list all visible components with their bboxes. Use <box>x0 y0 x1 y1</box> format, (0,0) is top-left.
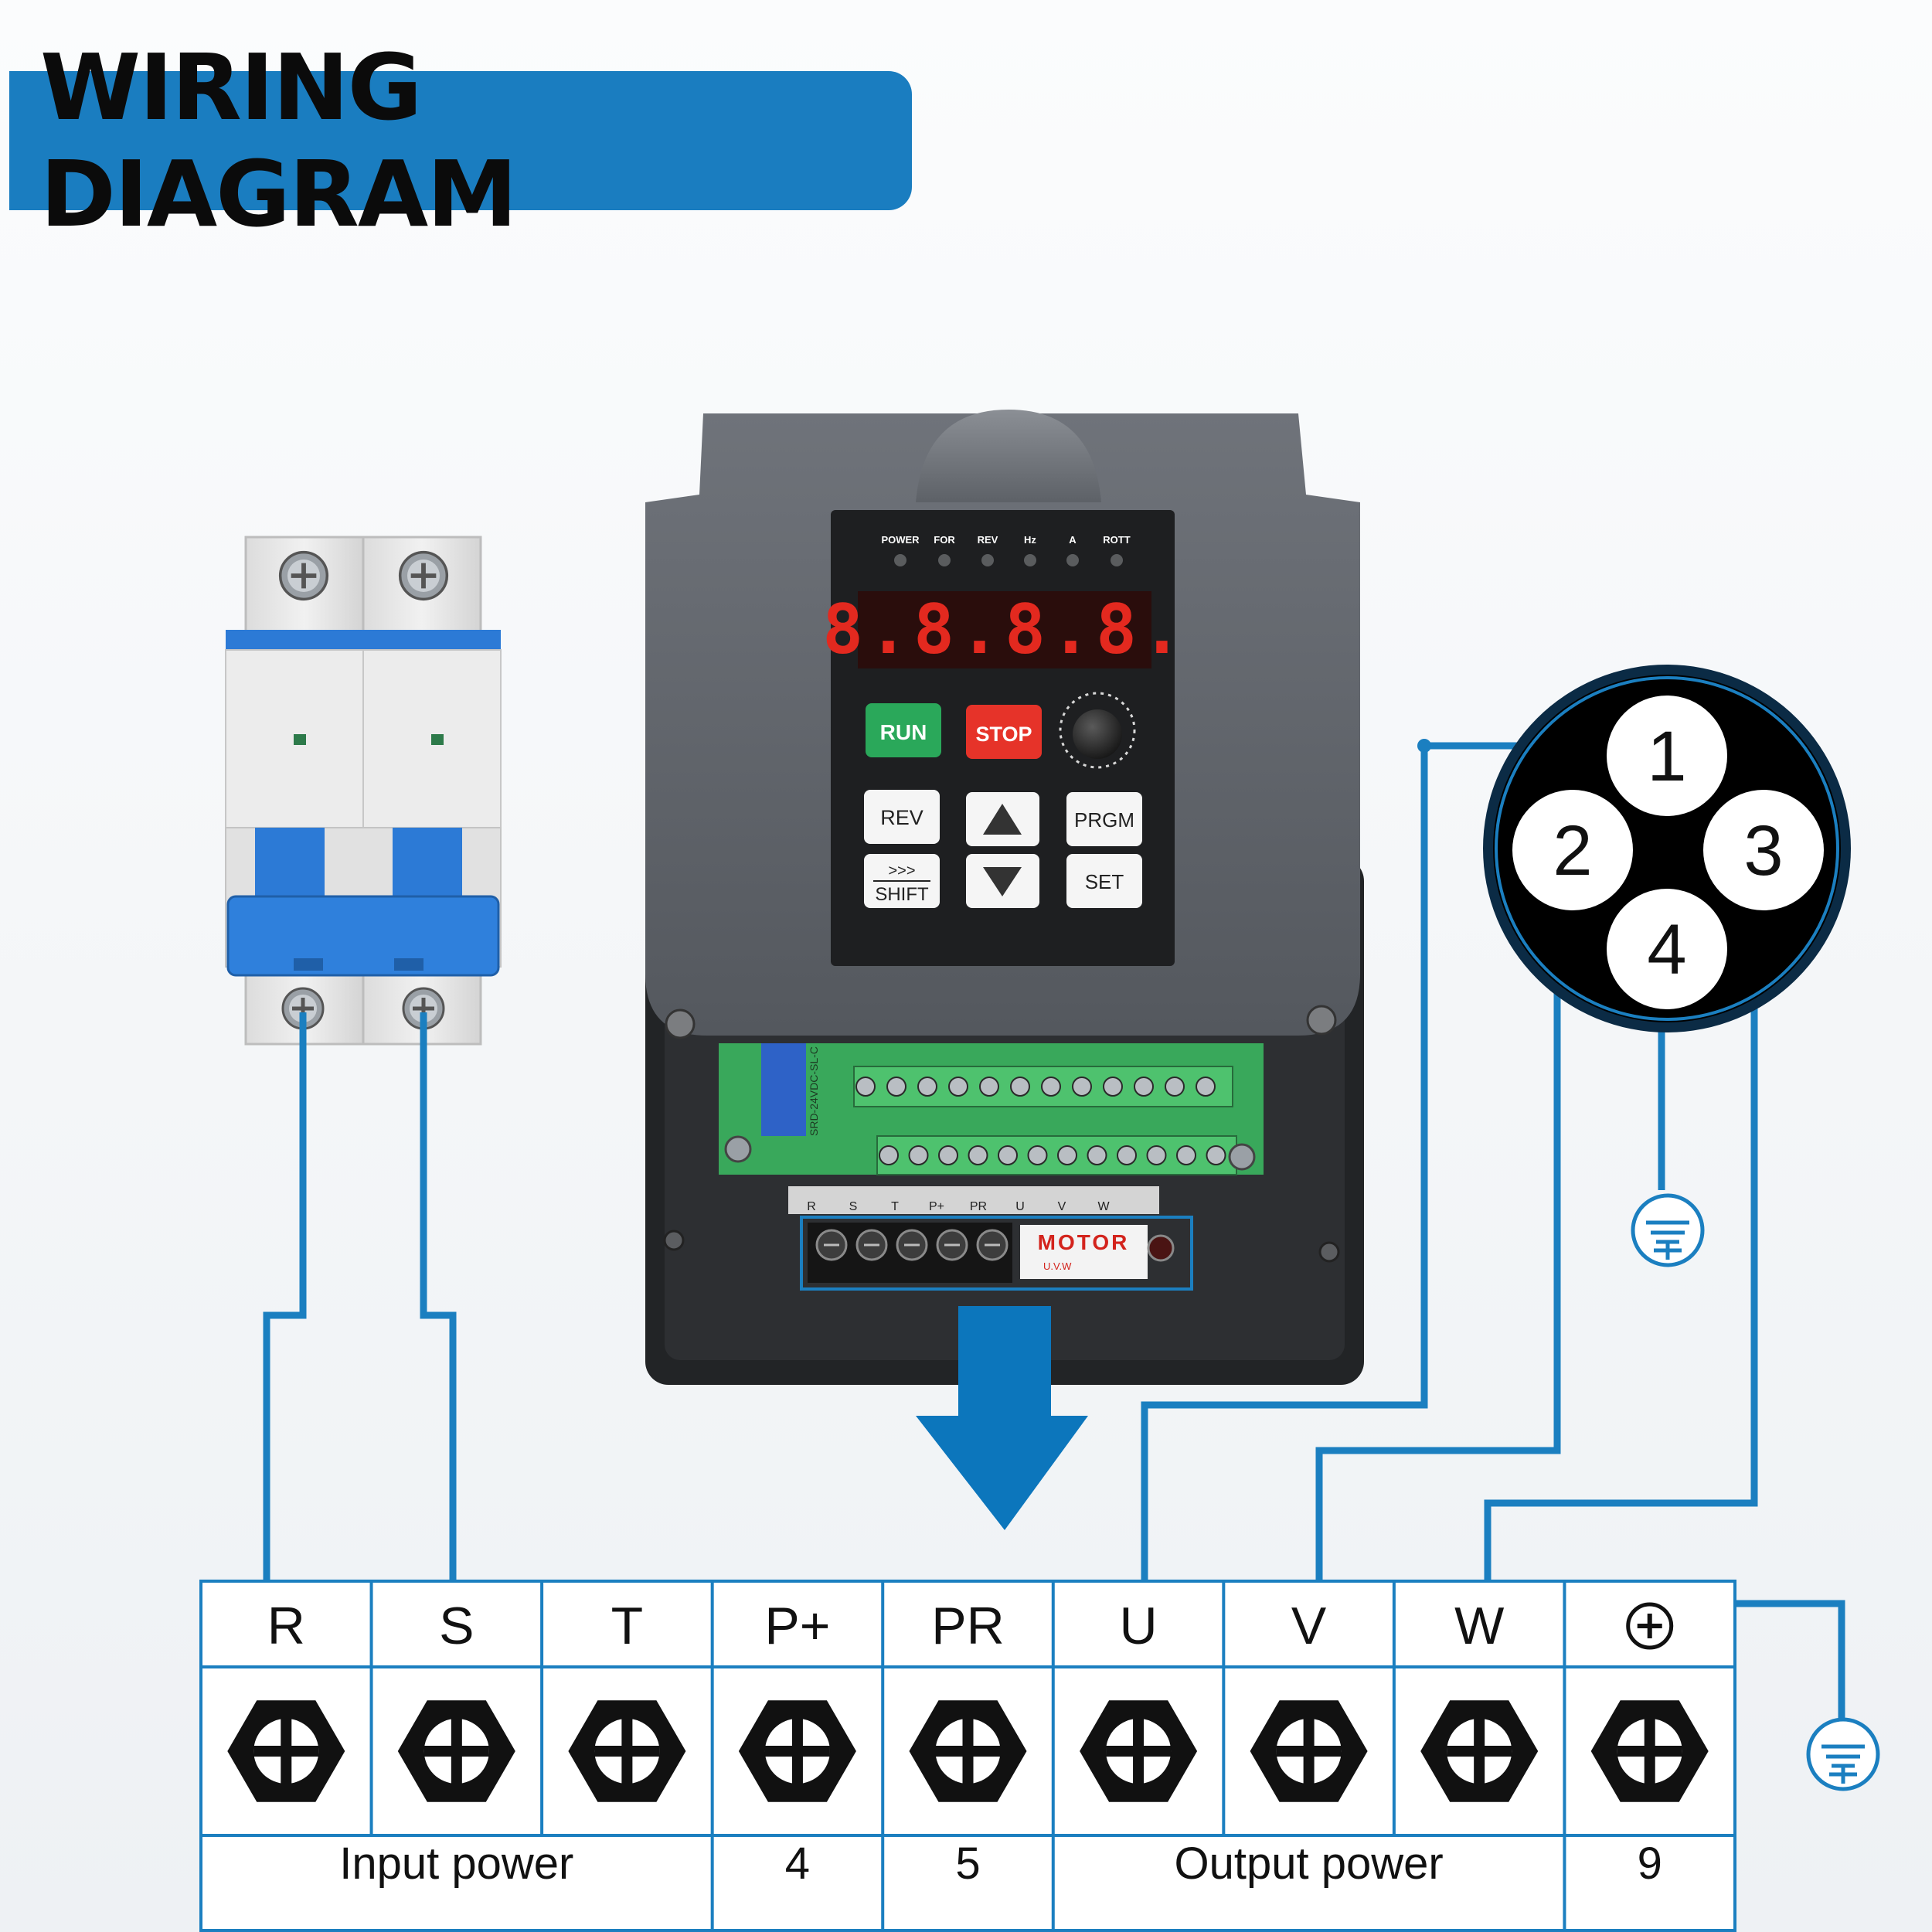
indicator-led <box>938 554 951 566</box>
wire-w <box>1484 903 1758 1581</box>
ground-icon <box>1806 1717 1880 1791</box>
wire-earth-block <box>1735 1600 1845 1721</box>
terminal-label-u: U <box>1120 1597 1158 1655</box>
indicator-led <box>1066 554 1079 566</box>
stop-button[interactable]: STOP <box>966 705 1042 759</box>
set-button[interactable]: SET <box>1066 854 1142 908</box>
legend-label: P+ <box>929 1200 944 1213</box>
relay-label: SRD-24VDC-SL-C <box>808 1046 820 1136</box>
indicator-label: A <box>1069 534 1077 546</box>
vfd-unit: POWER FOR REV Hz A ROTT 8.8.8.8. RUN STOP REV <box>645 410 1364 1385</box>
relay <box>761 1043 806 1136</box>
up-button[interactable] <box>966 792 1039 846</box>
vfd-indicators: POWER FOR REV Hz A ROTT <box>881 534 1131 566</box>
rev-button[interactable]: REV <box>864 790 940 844</box>
arrow-down-icon <box>983 867 1022 896</box>
indicator-led <box>1024 554 1036 566</box>
motor-label: MOTOR <box>1038 1230 1130 1254</box>
shift-button-label: SHIFT <box>875 884 929 905</box>
legend-label: PR <box>970 1200 987 1213</box>
vfd-display-frame <box>858 591 1151 668</box>
wire-r <box>263 1012 307 1581</box>
arrow-up-icon <box>983 804 1022 835</box>
title-banner: WIRING DIAGRAM <box>9 34 912 247</box>
housing-screw-icon <box>1306 1005 1337 1036</box>
terminal-label-t: T <box>611 1597 644 1655</box>
terminal-label-s: S <box>439 1597 474 1655</box>
connector-pin-1 <box>1607 696 1727 816</box>
ground-icon <box>1631 1193 1705 1267</box>
connector-pin-3 <box>1703 790 1824 910</box>
motor-connector: 12 34 <box>1483 665 1851 1032</box>
indicator-label: REV <box>978 534 998 546</box>
legend-label: S <box>849 1200 858 1213</box>
group-label: Input power <box>339 1838 573 1889</box>
legend-label: T <box>891 1200 899 1213</box>
connector-pin-4 <box>1607 889 1727 1009</box>
shift-arrows-icon: >>> <box>888 862 915 879</box>
legend-label: U <box>1015 1200 1025 1213</box>
terminal-block: R S T P+ PR U V W ⊕ Input power 4 5 Output power 9 <box>199 1580 1736 1932</box>
indicator-label: POWER <box>881 534 920 546</box>
stop-button-label: STOP <box>975 723 1032 746</box>
power-terminal-legend <box>788 1186 1159 1214</box>
breaker-screw-icon <box>281 553 328 600</box>
breaker-screw-icon <box>400 553 447 600</box>
wire-v <box>1315 903 1561 1581</box>
terminal-label-pplus: P+ <box>764 1597 830 1655</box>
group-label: Output power <box>1175 1838 1444 1889</box>
vfd-display: 8.8.8.8. <box>822 590 1187 669</box>
terminal-label-v: V <box>1291 1597 1327 1655</box>
run-button-label: RUN <box>880 720 927 744</box>
indicator-led <box>894 554 906 566</box>
terminal-label-pr: PR <box>931 1597 1004 1655</box>
down-button[interactable] <box>966 854 1039 908</box>
run-button[interactable]: RUN <box>866 703 941 757</box>
terminal-label-r: R <box>267 1597 305 1655</box>
legend-label: W <box>1097 1200 1110 1213</box>
wire-s <box>420 1012 457 1581</box>
down-arrow-icon <box>916 1306 1088 1530</box>
prgm-button[interactable]: PRGM <box>1066 792 1142 846</box>
indicator-label: ROTT <box>1103 534 1130 546</box>
circuit-breaker <box>225 536 502 1046</box>
power-terminal-highlight <box>800 1216 1193 1291</box>
connector-pin-label: 3 <box>1743 811 1783 890</box>
group-label: 5 <box>955 1838 980 1889</box>
prgm-button-label: PRGM <box>1074 808 1134 832</box>
connector-pin-label: 2 <box>1553 811 1592 890</box>
group-label: 4 <box>785 1838 810 1889</box>
rev-button-label: REV <box>880 806 923 829</box>
indicator-label: Hz <box>1024 534 1036 546</box>
housing-screw-icon <box>665 1009 696 1039</box>
wires <box>263 742 1845 1721</box>
vfd-dome <box>916 410 1101 502</box>
wire-u <box>1141 742 1607 1581</box>
connector-pin-label: 4 <box>1647 910 1686 989</box>
page-title: WIRING DIAGRAM <box>40 34 518 247</box>
connector-pin-2 <box>1512 790 1633 910</box>
indicator-led <box>981 554 994 566</box>
group-label: 9 <box>1638 1838 1662 1889</box>
set-button-label: SET <box>1085 870 1124 893</box>
indicator-label: FOR <box>934 534 955 546</box>
motor-sublabel: U.V.W <box>1043 1260 1072 1272</box>
motor-label-plate <box>1020 1225 1148 1279</box>
indicator-led <box>1111 554 1123 566</box>
terminal-label-w: W <box>1454 1597 1504 1655</box>
shift-button[interactable]: >>> SHIFT <box>864 854 940 908</box>
speed-knob[interactable] <box>1059 692 1136 769</box>
legend-label: V <box>1058 1200 1066 1213</box>
legend-label: R <box>807 1200 816 1213</box>
terminal-label-earth: ⊕ <box>1649 1641 1650 1643</box>
connector-pin-label: 1 <box>1647 717 1686 796</box>
